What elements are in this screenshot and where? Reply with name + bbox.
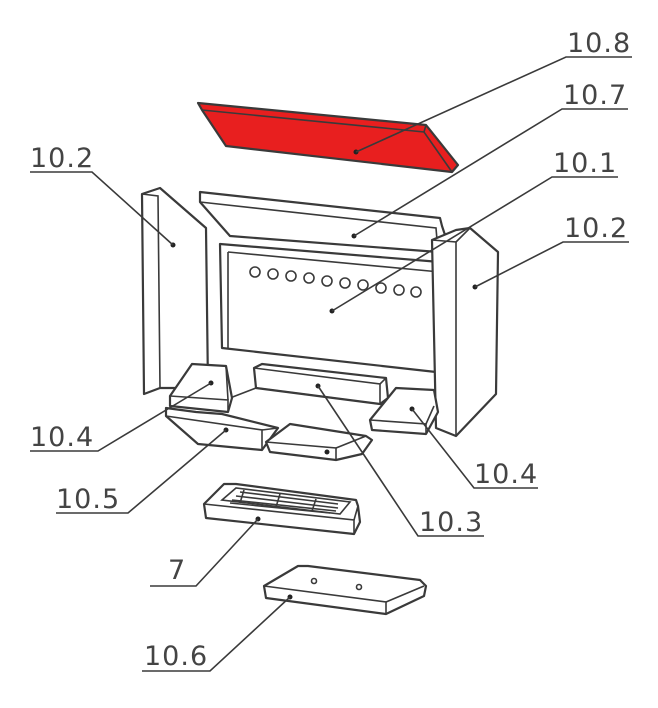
part-10-3-edge — [379, 377, 387, 385]
callout-7: 7 — [150, 518, 259, 587]
part-10-2-right-edge — [455, 227, 471, 243]
grate-bars — [229, 489, 339, 514]
part-10-6-base-plate[interactable] — [262, 564, 428, 616]
callout-10-7: 10.7 — [353, 80, 628, 237]
part-10-4-right-shape — [368, 386, 440, 436]
callout-10-4-right-label: 10.4 — [474, 459, 538, 490]
part-10-1-shape — [218, 242, 442, 374]
part-7-edge — [353, 505, 359, 521]
part-10-6-shape — [262, 564, 428, 616]
callout-10-5-label: 10.5 — [56, 484, 120, 515]
part-10-6-edge — [385, 585, 425, 603]
callout-10-4-left: 10.4 — [30, 382, 212, 453]
callout-10-8: 10.8 — [355, 28, 632, 153]
part-10-8-top-baffle[interactable] — [196, 101, 460, 174]
part-10-4-left-edge — [225, 365, 229, 401]
part-10-2-right-side-panel[interactable] — [430, 226, 500, 438]
part-10-2-left-shape — [140, 186, 210, 396]
callout-10-2-right-label: 10.2 — [564, 213, 628, 244]
callout-10-1: 10.1 — [331, 148, 618, 312]
callout-10-6-label: 10.6 — [144, 641, 208, 672]
callout-7-label: 7 — [168, 555, 186, 586]
callout-10-3: 10.3 — [317, 385, 484, 538]
part-10-4-left-corner-brick[interactable] — [168, 362, 234, 414]
air-holes — [249, 266, 422, 298]
part-10-1-back-wall[interactable] — [218, 242, 442, 374]
part-10-1-edge — [227, 251, 441, 273]
part-10-6-hole — [355, 583, 363, 591]
callout-10-6: 10.6 — [142, 596, 291, 672]
part-10-4-right-edge — [425, 405, 435, 425]
part-7-grate[interactable] — [202, 482, 362, 536]
callout-10-4-right: 10.4 — [411, 408, 538, 490]
callout-10-4-left-label: 10.4 — [30, 422, 94, 453]
callout-10-1-label: 10.1 — [553, 148, 617, 179]
callout-10-5: 10.5 — [56, 429, 227, 515]
callout-10-3-label: 10.3 — [419, 507, 483, 538]
part-10-2-right-shape — [430, 226, 500, 438]
part-10-6-hole — [310, 577, 318, 585]
part-10-5-right-edge — [335, 435, 367, 449]
part-10-4-right-corner-brick[interactable] — [368, 386, 440, 436]
part-10-5-left-edge — [261, 427, 279, 431]
part-10-3-floor-brick[interactable] — [252, 362, 390, 406]
part-10-5-right-shape — [264, 422, 374, 462]
callout-10-2-left-label: 10.2 — [30, 143, 94, 174]
callout-10-2-right: 10.2 — [474, 213, 629, 288]
callout-10-8-label: 10.8 — [567, 28, 631, 59]
part-10-5-marker-2 — [324, 449, 330, 455]
part-10-2-left-edge — [141, 193, 161, 389]
part-10-2-left-side-panel[interactable] — [140, 186, 210, 396]
callout-10-7-label: 10.7 — [563, 80, 627, 111]
part-10-5-front-floor-bricks[interactable] — [164, 406, 374, 462]
callout-10-2-left: 10.2 — [30, 143, 174, 246]
part-10-8-edge — [423, 124, 427, 133]
